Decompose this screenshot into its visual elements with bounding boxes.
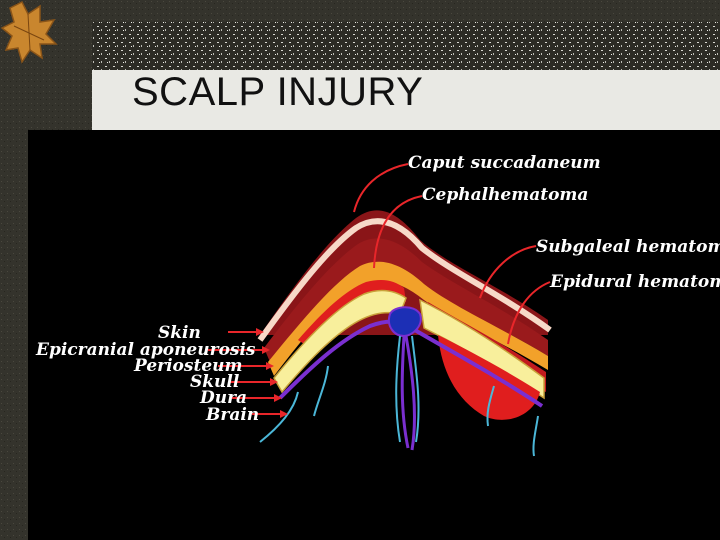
- aponeurosis-layer: [268, 261, 548, 376]
- label-epidural-hematoma: Epidural hematoma: [549, 272, 720, 292]
- label-subgaleal-hematoma: Subgaleal hematoma: [536, 237, 720, 257]
- sagittal-sinus: [388, 306, 422, 338]
- pointer-arrowheads: [256, 328, 288, 418]
- brain-vessels: [259, 335, 539, 457]
- scalp-layers-diagram: Caput succadaneum Cephalhematoma Subgale…: [35, 153, 720, 457]
- pointer-lines: [208, 163, 551, 415]
- slide-title: SCALP INJURY: [132, 70, 424, 114]
- label-caput-succadaneum: Caput succadaneum: [408, 153, 601, 173]
- label-skull: Skull: [190, 372, 240, 392]
- maple-leaf-icon: [0, 0, 58, 64]
- label-cephalhematoma: Cephalhematoma: [422, 185, 588, 205]
- label-brain: Brain: [205, 405, 259, 425]
- label-epicranial-aponeurosis: Epicranial aponeurosis: [35, 340, 256, 360]
- scalp-tissue: [264, 238, 548, 362]
- label-skin: Skin: [158, 323, 201, 343]
- title-band: [92, 70, 720, 130]
- skull-left-plate: [273, 289, 407, 394]
- falx-cerebri: [400, 335, 416, 451]
- label-periosteum: Periosteum: [133, 356, 242, 376]
- diagram-panel: Caput succadaneum Cephalhematoma Subgale…: [28, 130, 720, 540]
- label-dura: Dura: [199, 388, 247, 408]
